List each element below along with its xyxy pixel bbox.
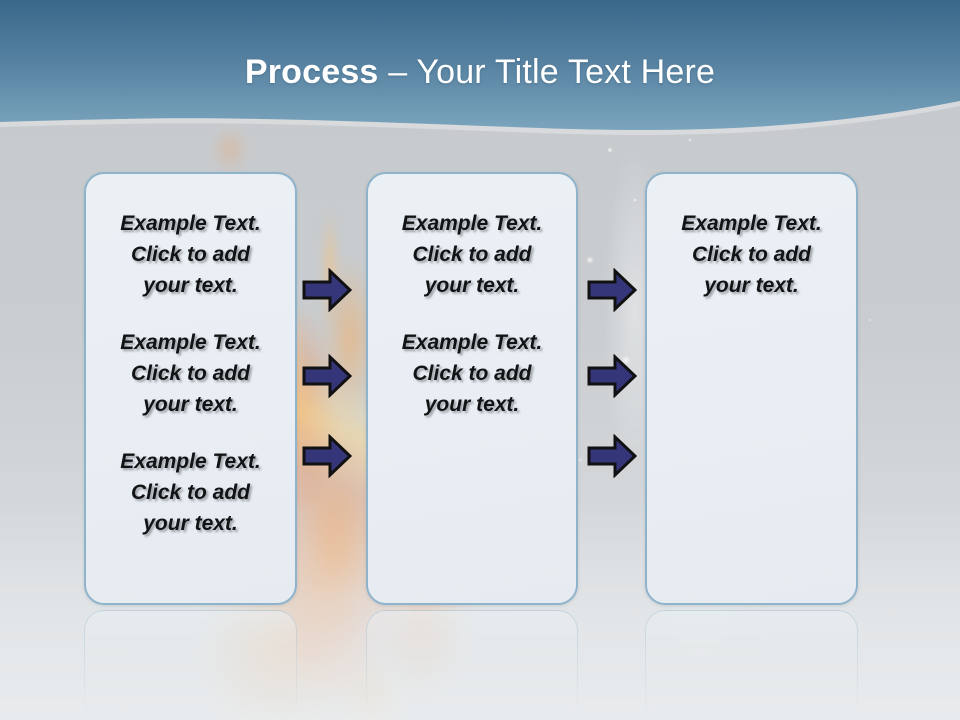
- right-arrow-icon[interactable]: [302, 434, 352, 478]
- right-arrow-icon[interactable]: [302, 268, 352, 312]
- process-box-3[interactable]: Example Text. Click to add your text.: [645, 172, 858, 605]
- page-title: Process – Your Title Text Here: [0, 52, 960, 92]
- right-arrow-icon[interactable]: [302, 354, 352, 398]
- process-box-1[interactable]: Example Text. Click to add your text. Ex…: [84, 172, 297, 605]
- process-text-1-1[interactable]: Example Text. Click to add your text.: [120, 212, 261, 297]
- right-arrow-icon[interactable]: [587, 354, 637, 398]
- page-title-rest: – Your Title Text Here: [378, 53, 716, 91]
- right-arrow-icon[interactable]: [587, 434, 637, 478]
- process-text-1-2[interactable]: Example Text. Click to add your text.: [120, 331, 261, 416]
- process-box-2[interactable]: Example Text. Click to add your text. Ex…: [366, 172, 578, 605]
- header-band: [0, 0, 960, 150]
- process-text-2-1[interactable]: Example Text. Click to add your text.: [401, 212, 543, 297]
- page-title-bold: Process: [244, 53, 379, 91]
- process-text-3-1[interactable]: Example Text. Click to add your text.: [681, 212, 822, 297]
- process-text-1-3[interactable]: Example Text. Click to add your text.: [120, 450, 261, 535]
- right-arrow-icon[interactable]: [587, 268, 637, 312]
- process-text-2-2[interactable]: Example Text. Click to add your text.: [401, 331, 543, 416]
